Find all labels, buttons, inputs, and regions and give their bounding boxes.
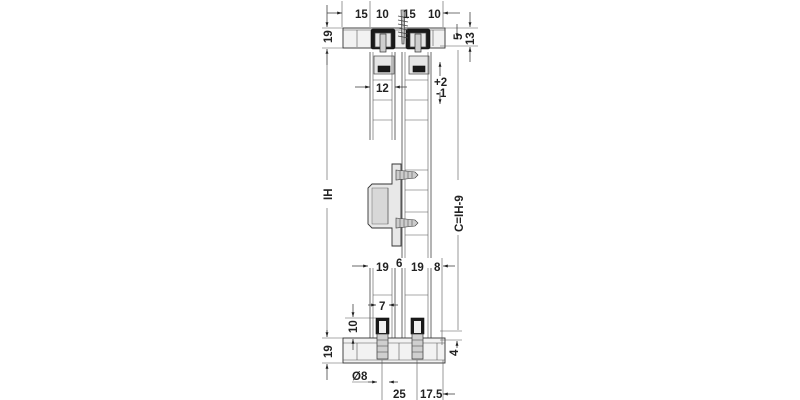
dim-top-10a: 10 [376, 9, 389, 21]
dimension-lines [322, 1, 478, 400]
dim-door-gap: 6 [396, 258, 402, 270]
dim-pin-diameter: Ø8 [352, 371, 368, 383]
dim-top-10b: 10 [428, 9, 441, 21]
dim-door-19a: 19 [376, 262, 389, 274]
door-stopper [367, 163, 402, 247]
dim-adjust-plus: +2 [434, 77, 447, 89]
door-panel-left [369, 52, 396, 348]
top-screw-icon [397, 9, 409, 45]
dim-roller-width: 12 [376, 83, 389, 95]
bottom-guide-right [410, 317, 425, 360]
bottom-track [342, 337, 446, 364]
dim-guide-width: 7 [379, 301, 385, 313]
bottom-guide-left [375, 317, 390, 360]
dim-bottom-track-height: 19 [323, 345, 335, 358]
dim-spacing-25: 25 [393, 389, 406, 400]
dim-clearance: C=IH-9 [454, 195, 466, 232]
dim-top-15a: 15 [355, 9, 368, 21]
dim-door-8: 8 [434, 262, 441, 274]
dim-groove-depth: 5 [453, 33, 465, 40]
top-roller-left [370, 28, 396, 75]
screw-icon [395, 169, 419, 181]
dim-door-19b: 19 [411, 262, 424, 274]
dim-guide-height: 10 [348, 320, 360, 333]
dim-inner-height: IH [323, 189, 335, 201]
screw-icon [395, 217, 419, 229]
dim-track-depth: 13 [465, 32, 477, 45]
dim-adjust-minus: -1 [436, 88, 447, 100]
dim-recess: 4 [449, 349, 461, 356]
dim-top-track-height: 19 [323, 30, 335, 43]
dim-spacing-17-5: 17.5 [420, 389, 443, 400]
top-roller-right [405, 28, 431, 75]
dim-top-15b: 15 [403, 9, 416, 21]
door-panel-right [401, 52, 432, 348]
